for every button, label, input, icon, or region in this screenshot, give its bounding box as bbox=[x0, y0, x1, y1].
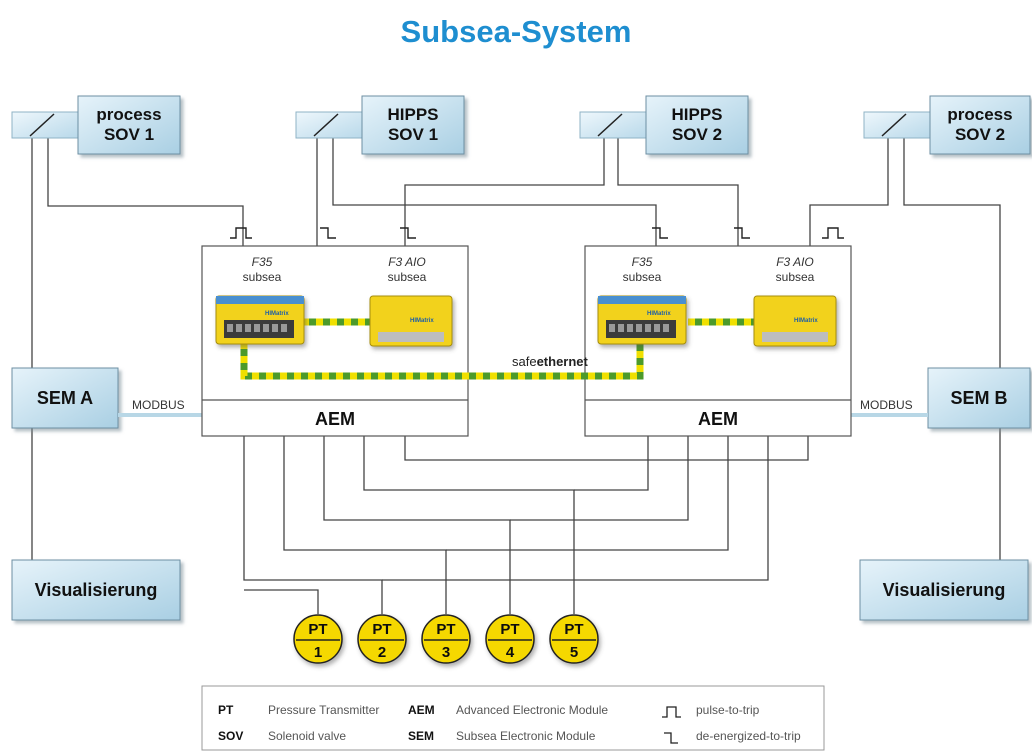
visualisation-left: Visualisierung bbox=[11, 559, 181, 621]
safe-ethernet-cable bbox=[240, 318, 756, 380]
sem-b-label: SEM B bbox=[950, 388, 1007, 408]
hipps-sov-1: HIPPS SOV 1 bbox=[295, 95, 465, 155]
aem-label: AEM bbox=[698, 409, 738, 429]
f35-subtitle: subsea bbox=[243, 270, 282, 284]
pressure-transmitters: PT 1 PT 2 PT 3 PT 4 PT 5 bbox=[293, 614, 599, 664]
legend-sem-value: Subsea Electronic Module bbox=[456, 729, 596, 743]
f35-subtitle: subsea bbox=[623, 270, 662, 284]
legend-pulse-to-trip: pulse-to-trip bbox=[696, 703, 760, 717]
safe-ethernet-bold: ethernet bbox=[537, 354, 589, 369]
process-sov-2-id: SOV 2 bbox=[955, 125, 1005, 144]
process-sov-1-label: process bbox=[96, 105, 161, 124]
aio-name: F3 AIO bbox=[388, 255, 426, 269]
pt-label: PT bbox=[564, 621, 583, 638]
legend-aem-value: Advanced Electronic Module bbox=[456, 703, 608, 717]
device-brand: HIMatrix bbox=[410, 318, 434, 324]
process-sov-2: process SOV 2 bbox=[863, 95, 1031, 155]
modbus-right: MODBUS bbox=[850, 398, 928, 417]
sem-a-label: SEM A bbox=[37, 388, 93, 408]
pt-label: PT bbox=[436, 621, 455, 638]
pt-number: 4 bbox=[506, 644, 515, 661]
process-sov-1: process SOV 1 bbox=[11, 95, 181, 155]
f35-controller-device: HIMatrix bbox=[597, 295, 687, 345]
modbus-right-label: MODBUS bbox=[860, 398, 913, 412]
device-brand: HIMatrix bbox=[265, 311, 289, 317]
de-energized-to-trip-icon bbox=[320, 227, 336, 239]
page-title: Subsea-System bbox=[401, 14, 632, 49]
device-brand: HIMatrix bbox=[647, 311, 671, 317]
aio-name: F3 AIO bbox=[776, 255, 814, 269]
pt-label: PT bbox=[500, 621, 519, 638]
legend-pt-key: PT bbox=[218, 703, 234, 717]
hipps-sov-1-label: HIPPS bbox=[387, 105, 438, 124]
legend-sov-value: Solenoid valve bbox=[268, 729, 346, 743]
f35-name: F35 bbox=[252, 255, 273, 269]
visualisation-right-label: Visualisierung bbox=[883, 580, 1006, 600]
pulse-to-trip-icon bbox=[230, 227, 252, 239]
de-energized-to-trip-icon bbox=[664, 732, 678, 744]
trip-symbols bbox=[230, 227, 844, 239]
de-energized-to-trip-icon bbox=[734, 227, 750, 239]
pressure-transmitter: PT 2 bbox=[357, 614, 407, 664]
sem-b: SEM B bbox=[927, 367, 1031, 429]
hipps-sov-1-id: SOV 1 bbox=[388, 125, 438, 144]
f3-aio-device: HIMatrix bbox=[753, 295, 837, 347]
f35-name: F35 bbox=[632, 255, 653, 269]
process-sov-1-id: SOV 1 bbox=[104, 125, 154, 144]
signal-wiring bbox=[31, 136, 1001, 614]
legend-sov-key: SOV bbox=[218, 729, 243, 743]
hipps-sov-2: HIPPS SOV 2 bbox=[579, 95, 749, 155]
pt-number: 1 bbox=[314, 644, 322, 661]
legend-aem-key: AEM bbox=[408, 703, 435, 717]
pulse-to-trip-icon bbox=[822, 227, 844, 239]
legend-de-energized-to-trip: de-energized-to-trip bbox=[696, 729, 801, 743]
pt-label: PT bbox=[372, 621, 391, 638]
de-energized-to-trip-icon bbox=[400, 227, 416, 239]
visualisation-left-label: Visualisierung bbox=[35, 580, 158, 600]
aem-label: AEM bbox=[315, 409, 355, 429]
pt-number: 2 bbox=[378, 644, 386, 661]
legend-sem-key: SEM bbox=[408, 729, 434, 743]
aio-subtitle: subsea bbox=[776, 270, 815, 284]
safe-ethernet-prefix: safe bbox=[512, 354, 537, 369]
legend: PT Pressure Transmitter SOV Solenoid val… bbox=[201, 685, 825, 751]
modbus-left-label: MODBUS bbox=[132, 398, 185, 412]
pressure-transmitter: PT 4 bbox=[485, 614, 535, 664]
f3-aio-device: HIMatrix bbox=[369, 295, 453, 347]
sem-a: SEM A bbox=[11, 367, 119, 429]
pt-number: 3 bbox=[442, 644, 450, 661]
pressure-transmitter: PT 5 bbox=[549, 614, 599, 664]
visualisation-right: Visualisierung bbox=[859, 559, 1029, 621]
pulse-to-trip-icon bbox=[662, 706, 681, 718]
process-sov-2-label: process bbox=[947, 105, 1012, 124]
f35-controller-device: HIMatrix bbox=[215, 295, 305, 345]
de-energized-to-trip-icon bbox=[652, 227, 668, 239]
aio-subtitle: subsea bbox=[388, 270, 427, 284]
pressure-transmitter: PT 1 bbox=[293, 614, 343, 664]
hipps-sov-2-label: HIPPS bbox=[671, 105, 722, 124]
pressure-transmitter: PT 3 bbox=[421, 614, 471, 664]
hipps-sov-2-id: SOV 2 bbox=[672, 125, 722, 144]
safe-ethernet-label: safeethernet bbox=[512, 354, 589, 369]
pt-number: 5 bbox=[570, 644, 578, 661]
modbus-left: MODBUS bbox=[118, 398, 204, 417]
pt-label: PT bbox=[308, 621, 327, 638]
device-brand: HIMatrix bbox=[794, 318, 818, 324]
legend-pt-value: Pressure Transmitter bbox=[268, 703, 379, 717]
